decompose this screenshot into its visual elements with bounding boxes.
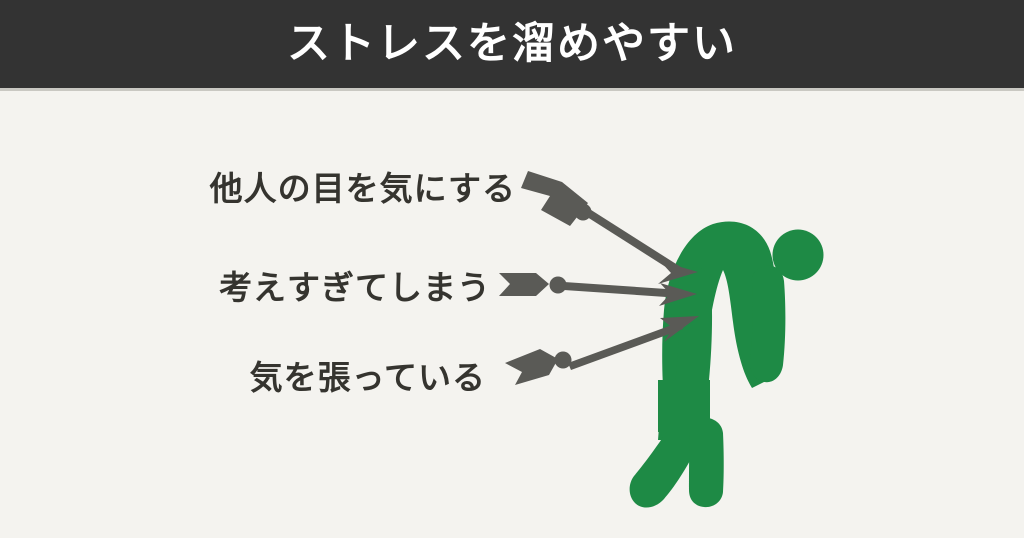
person-leg-back bbox=[629, 416, 703, 508]
illustration-artwork bbox=[499, 171, 824, 508]
label-item-0: 他人の目を気にする bbox=[209, 169, 516, 208]
label-item-2: 気を張っている bbox=[249, 358, 486, 397]
person-leg-front bbox=[689, 417, 724, 508]
arrow-middle-nock bbox=[549, 276, 567, 294]
person-figure-green bbox=[629, 221, 824, 508]
person-arm-left bbox=[675, 266, 713, 399]
person-body-join bbox=[658, 380, 710, 432]
arrow-top-head bbox=[658, 261, 698, 284]
arrow-top bbox=[521, 171, 698, 284]
arrow-bottom-fletching bbox=[505, 349, 558, 385]
arrow-top-fletching bbox=[521, 171, 588, 226]
arrow-middle-head bbox=[659, 283, 697, 306]
arrow-middle-shaft bbox=[564, 282, 681, 298]
arrow-middle-fletching bbox=[499, 273, 549, 296]
person-arm-right bbox=[749, 265, 786, 383]
header-band: ストレスを溜めやすい bbox=[0, 0, 1024, 88]
arrow-top-shaft bbox=[584, 208, 684, 276]
label-item-1: 考えすぎてしまう bbox=[219, 268, 491, 307]
arrow-bottom bbox=[505, 316, 699, 385]
person-head bbox=[772, 229, 824, 281]
arrow-bottom-shaft bbox=[568, 322, 683, 370]
header-divider bbox=[0, 88, 1024, 91]
arrow-middle bbox=[499, 273, 697, 306]
page-title: ストレスを溜めやすい bbox=[287, 18, 737, 69]
arrow-bottom-head bbox=[660, 316, 699, 342]
arrow-bottom-nock bbox=[554, 351, 572, 369]
